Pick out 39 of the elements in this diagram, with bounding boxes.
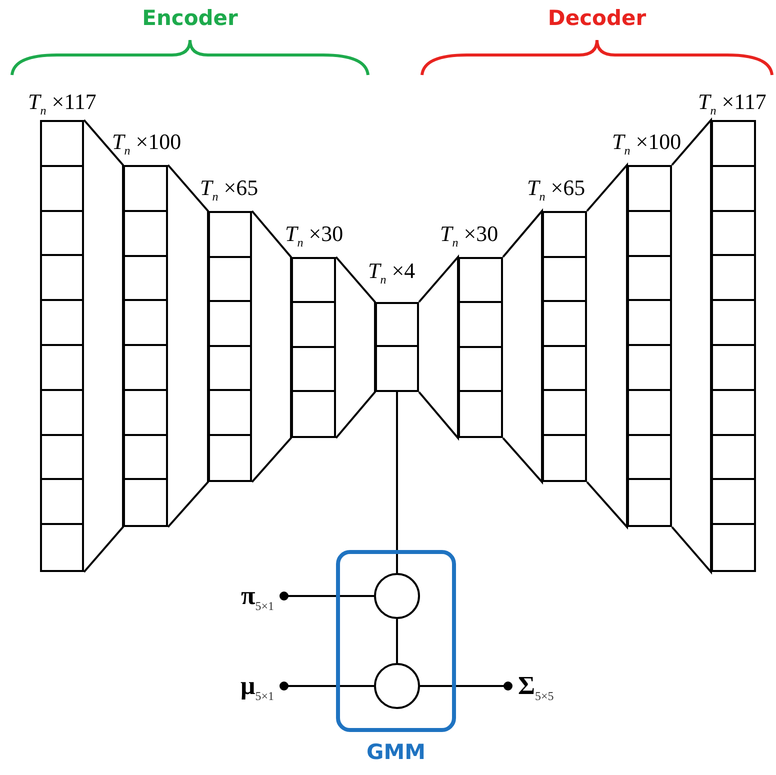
parameter-symbol: Σ$_{5×5}$: [508, 670, 578, 702]
section-title: Encoder: [141, 6, 239, 30]
connector-line: [396, 619, 398, 663]
section-title: Decoder: [546, 6, 648, 30]
layer-connector: [335, 256, 376, 439]
layer-column: [711, 120, 756, 572]
layer-size-label: T$_{n}$ ×65: [200, 174, 258, 206]
circle-node: [374, 573, 420, 619]
connector-line: [396, 392, 398, 573]
layer-connector: [251, 210, 292, 483]
layer-size-label: T$_{n}$ ×65: [527, 174, 586, 206]
layer-size-label: T$_{n}$ ×30: [440, 220, 498, 252]
layer-column: [123, 165, 168, 527]
parameter-symbol: μ$_{5×1}$: [218, 670, 284, 702]
layer-column: [291, 257, 336, 438]
layer-size-label: T$_{n}$ ×30: [285, 220, 344, 252]
parameter-symbol: π$_{5×1}$: [218, 580, 284, 612]
connector-line: [280, 682, 374, 690]
layer-size-label: T$_{n}$ ×4: [368, 257, 416, 288]
layer-size-label: T$_{n}$ ×117: [28, 88, 96, 120]
circle-node: [374, 663, 420, 709]
layer-size-label: T$_{n}$ ×100: [112, 128, 182, 160]
group-title: GMM: [365, 740, 427, 764]
layer-size-label: T$_{n}$ ×117: [698, 88, 766, 120]
connector-line: [280, 592, 374, 600]
layer-column: [208, 211, 252, 482]
connector-line: [420, 682, 512, 690]
layer-connector: [167, 164, 209, 528]
layer-column: [542, 211, 587, 482]
layer-column: [375, 302, 419, 392]
layer-connector: [502, 208, 543, 485]
layer-connector: [586, 162, 628, 530]
layer-column: [458, 257, 503, 438]
layer-connector: [418, 254, 459, 441]
layer-column: [627, 165, 672, 527]
layer-column: [40, 120, 84, 572]
layer-size-label: T$_{n}$ ×100: [612, 128, 682, 160]
layer-connector: [671, 117, 712, 575]
layer-connector: [83, 119, 124, 573]
